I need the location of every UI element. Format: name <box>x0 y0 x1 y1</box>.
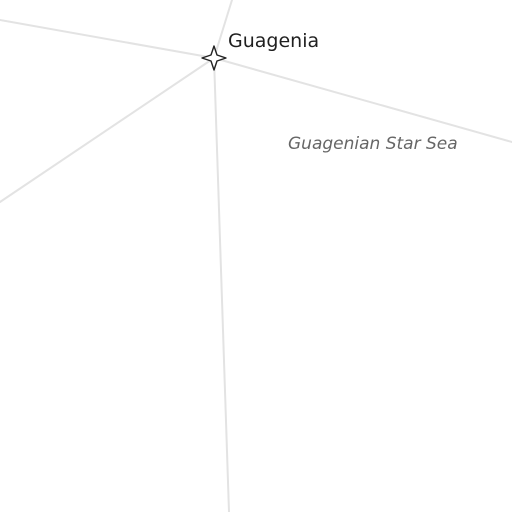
four-point-star-icon <box>201 45 227 71</box>
place-marker-guagenia[interactable] <box>201 45 227 71</box>
route-line-north <box>213 0 233 59</box>
route-line-northwest <box>0 19 215 59</box>
route-line-south <box>213 57 230 512</box>
route-line-east <box>213 57 512 143</box>
place-label[interactable]: Guagenia <box>228 30 319 52</box>
region-label: Guagenian Star Sea <box>288 134 458 154</box>
route-line-southwest <box>0 57 215 203</box>
